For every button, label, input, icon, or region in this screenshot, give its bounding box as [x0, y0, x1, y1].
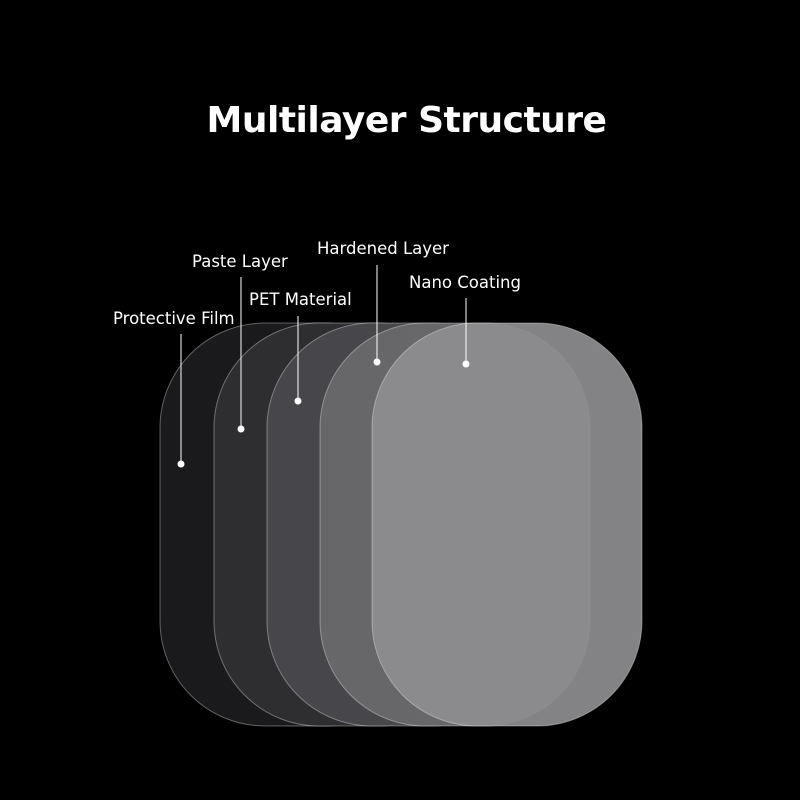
callout-dot-hardened-layer [373, 358, 381, 366]
label-hardened-layer: Hardened Layer [317, 239, 449, 258]
callout-dot-nano-coating [462, 360, 470, 368]
label-protective-film: Protective Film [113, 309, 235, 328]
layer-shapes [159, 322, 643, 727]
layer-labels: Protective Film Paste Layer PET Material… [113, 239, 521, 328]
callout-dot-paste-layer [237, 425, 245, 433]
label-pet-material: PET Material [249, 290, 352, 309]
layer-shape-nano-coating [371, 322, 643, 727]
callout-dot-protective-film [177, 460, 185, 468]
diagram-title: Multilayer Structure [206, 100, 607, 141]
label-nano-coating: Nano Coating [409, 273, 521, 292]
label-paste-layer: Paste Layer [192, 252, 288, 271]
layer-dots [177, 358, 470, 468]
layer-callouts [180, 265, 467, 464]
callout-dot-pet-material [294, 397, 302, 405]
